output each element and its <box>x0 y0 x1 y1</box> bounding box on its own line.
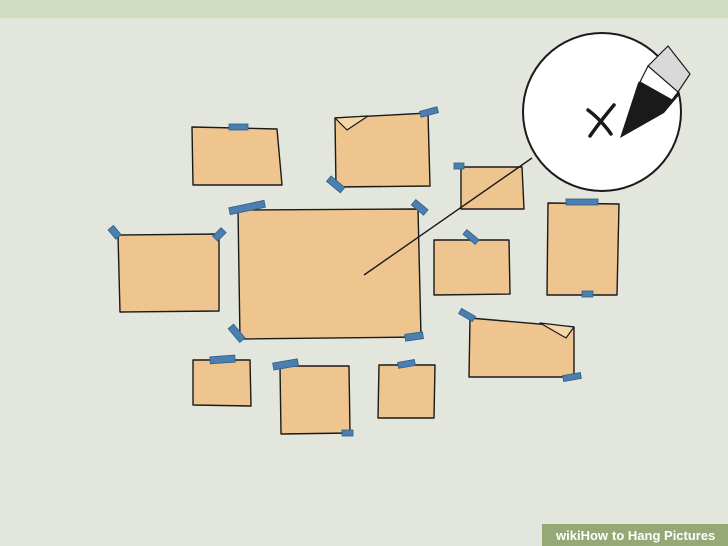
top-banner-strip <box>0 0 728 18</box>
watermark-brand-prefix: wiki <box>556 527 581 543</box>
magnifier-lens <box>522 32 691 192</box>
watermark-title: to Hang Pictures <box>612 527 716 543</box>
watermark-brand-word: How <box>580 527 609 543</box>
picture-frame-bottom-center <box>272 358 354 437</box>
x-mark-icon <box>586 103 616 138</box>
picture-frame-top-center <box>325 106 439 194</box>
picture-frame-left-middle <box>107 224 227 313</box>
picture-frame-bottom-right <box>377 359 436 419</box>
picture-frame-center-large <box>227 198 429 344</box>
picture-frame-right-center <box>433 228 511 296</box>
picture-frame-bottom-left <box>192 354 252 407</box>
picture-frame-top-left <box>191 123 283 186</box>
picture-frame-lower-right <box>458 307 582 382</box>
magnifier-leader-line <box>363 157 533 276</box>
picture-frame-upper-right-small <box>453 162 525 210</box>
picture-frame-far-right-tall <box>546 198 620 298</box>
pen-marker-icon <box>620 45 691 138</box>
